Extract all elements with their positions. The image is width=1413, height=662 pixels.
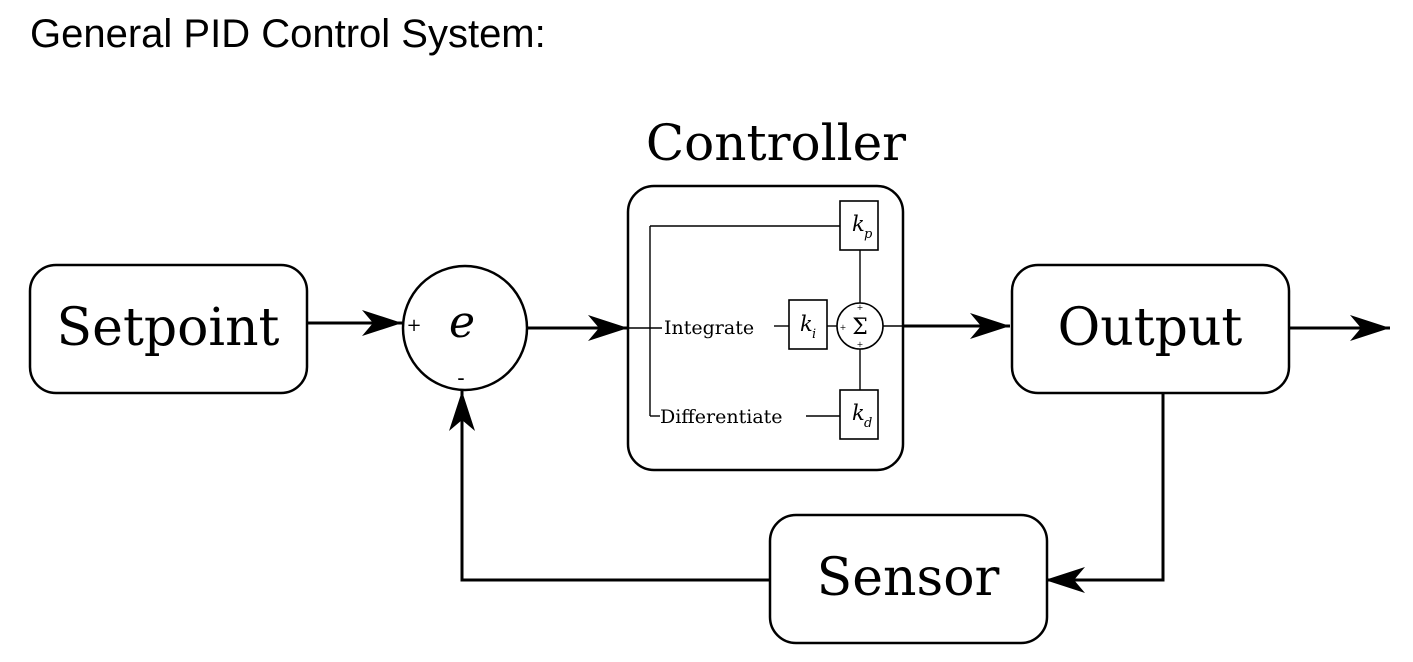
sigma-symbol: Σ (852, 315, 868, 340)
sum-plus-left: + (840, 323, 847, 332)
error-symbol: e (449, 297, 475, 348)
setpoint-label: Setpoint (57, 298, 280, 358)
setpoint-block: Setpoint (28, 263, 309, 395)
controller-wiring (628, 225, 903, 417)
page-title: General PID Control System: (30, 12, 546, 56)
kp-gain-box: k p (839, 200, 879, 251)
ki-gain-box: k i (788, 299, 828, 350)
error-summing-junction: e + - (401, 264, 529, 392)
pid-sum-junction: Σ + + + (836, 302, 884, 350)
ki-subscript: i (812, 327, 816, 342)
output-block: Output (1010, 263, 1291, 395)
error-minus-sign: - (457, 366, 464, 391)
kp-subscript: p (864, 227, 873, 242)
ki-k: k (800, 312, 813, 336)
output-label: Output (1058, 298, 1243, 358)
sensor-to-error-arrow (449, 391, 770, 582)
kd-subscript: d (864, 416, 872, 431)
kd-k: k (852, 401, 865, 425)
sensor-label: Sensor (817, 548, 1000, 608)
error-plus-sign: + (406, 315, 421, 336)
kd-gain-box: k d (839, 389, 879, 440)
controller-block: k p Integrate k i Σ + + + Differentiate … (626, 184, 905, 472)
sensor-block: Sensor (768, 513, 1049, 645)
kp-k: k (852, 212, 865, 236)
sum-plus-bottom: + (857, 340, 864, 349)
sum-plus-top: + (857, 303, 864, 312)
differentiate-label: Differentiate (660, 406, 783, 428)
controller-title: Controller (646, 114, 906, 172)
integrate-label: Integrate (664, 317, 754, 339)
output-to-sensor-arrow (1045, 393, 1165, 593)
